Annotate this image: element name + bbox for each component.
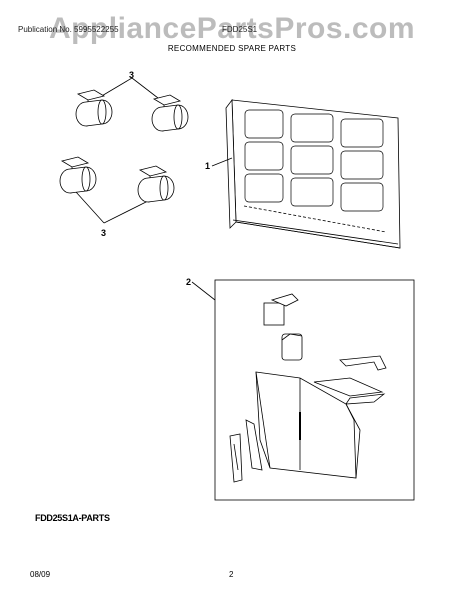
caster-part [137,165,175,203]
water-bucket-part [191,279,415,501]
caster-part [75,89,113,127]
air-filter-part [211,98,401,249]
caster-top-leaders [99,77,159,99]
publication-number: Publication No. 5995522255 [18,25,119,34]
callout-bucket: 2 [186,277,192,287]
caster-bottom-leaders [75,191,151,224]
callout-caster-bottom: 3 [101,228,107,238]
model-number: FDD25S1 [222,25,258,34]
caster-part [59,156,97,194]
page-number: 2 [229,570,234,579]
figure-code: FDD25S1A-PARTS [35,513,110,523]
caster-part [151,94,189,132]
watermark: AppliancePartsPros.com [48,12,416,45]
callout-filter: 1 [205,161,211,171]
page-title: RECOMMENDED SPARE PARTS [167,44,297,53]
callout-caster-top: 3 [129,70,135,80]
footer-date: 08/09 [30,570,51,579]
